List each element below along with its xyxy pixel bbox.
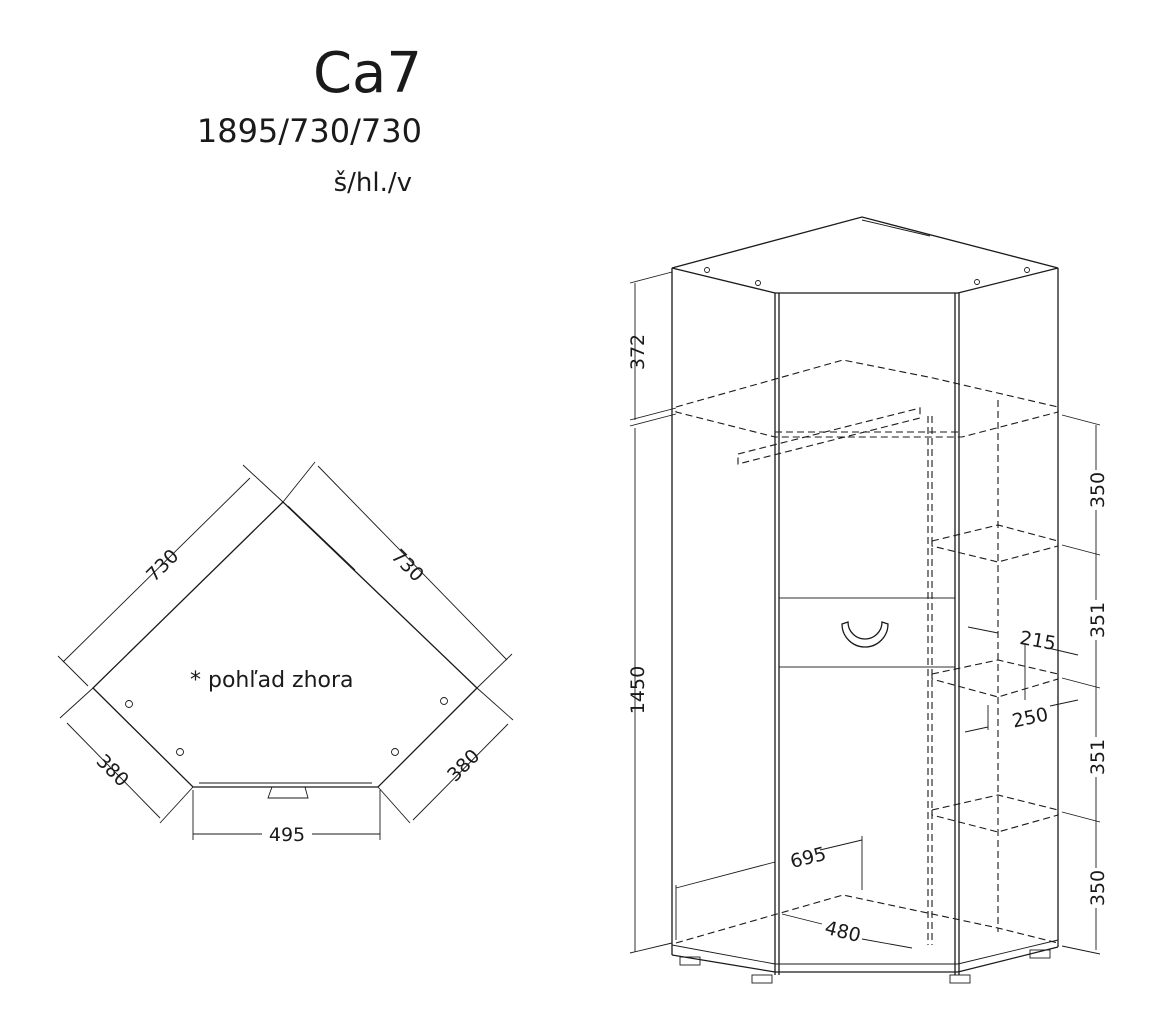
dim-380-left: 380 — [92, 750, 133, 791]
drawer-handle-icon — [841, 621, 889, 648]
wardrobe-top — [671, 216, 1059, 294]
dimension-legend: š/hl./v — [334, 168, 412, 198]
wardrobe-view: 372 1450 350 351 351 350 215 250 695 480 — [627, 216, 1109, 984]
dim-1450: 1450 — [627, 666, 649, 714]
dim-380-right: 380 — [443, 745, 484, 786]
top-view-foot — [267, 786, 309, 799]
top-view-outline — [92, 501, 478, 788]
dim-730-right: 730 — [387, 545, 428, 586]
top-view-note: * pohľad zhora — [190, 668, 354, 693]
dim-695: 695 — [788, 843, 829, 873]
dim-250: 250 — [1010, 703, 1050, 732]
top-view: 730 730 380 380 495 * pohľad zhora — [57, 461, 514, 846]
model-title: Ca7 — [313, 41, 422, 106]
dim-shelf-gap-1: 350 — [1087, 472, 1109, 508]
shelf-gap-dims: 350 351 351 350 — [1086, 470, 1109, 908]
hanging-rail — [737, 407, 921, 465]
dim-730-left: 730 — [142, 545, 183, 586]
dim-480: 480 — [823, 917, 864, 947]
dim-shelf-gap-3: 351 — [1087, 739, 1109, 775]
dim-495: 495 — [269, 824, 305, 846]
dim-shelf-gap-2: 351 — [1087, 602, 1109, 638]
dim-372: 372 — [627, 334, 649, 370]
dim-shelf-gap-4: 350 — [1087, 870, 1109, 906]
dim-215: 215 — [1018, 627, 1058, 655]
dimensions-text: 1895/730/730 — [197, 112, 422, 150]
drawer — [778, 597, 956, 668]
